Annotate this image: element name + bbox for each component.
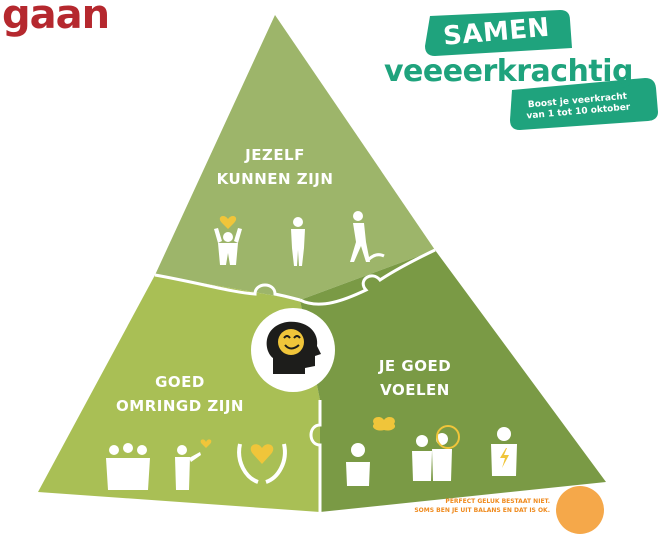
divider-right [299, 248, 436, 306]
brand-word: gaan [2, 0, 110, 38]
section-top [155, 15, 435, 300]
label-top-line1: JEZELF [245, 146, 305, 164]
label-left-line2: OMRINGD ZIJN [116, 397, 244, 415]
footnote: PERFECT GELUK BESTAAT NIET. SOMS BEN JE … [370, 497, 550, 515]
label-right-line2: VOELEN [380, 381, 450, 399]
person-walking-icon [350, 211, 385, 262]
section-right [300, 250, 606, 512]
divider-bottom [309, 400, 322, 512]
label-right-line1: JE GOED [378, 357, 452, 375]
hands-holding-heart-icon [237, 443, 287, 484]
campaign-word: veeeerkrachtig [384, 54, 633, 89]
orange-dot [556, 486, 604, 534]
footnote-line2: SOMS BEN JE UIT BALANS EN DAT IS OK. [414, 507, 550, 514]
campaign-logo: SAMEN veeeerkrachtig Boost je veerkracht… [380, 8, 665, 130]
head-with-heart-icon [266, 321, 321, 374]
couple-icon [412, 425, 460, 481]
label-right: JE GOED VOELEN [360, 354, 470, 402]
person-standing-icon [291, 217, 305, 266]
label-left-line1: GOED [155, 373, 205, 391]
person-thinking-icon [346, 417, 396, 486]
person-energy-icon [491, 427, 517, 476]
divider-left [154, 273, 301, 302]
label-left: GOED OMRINGD ZIJN [105, 370, 255, 418]
person-giving-heart-icon [175, 439, 212, 490]
group-hug-icon [106, 443, 150, 490]
person-cheering-heart-icon [214, 216, 242, 265]
campaign-badge-shape [425, 10, 658, 130]
label-top: JEZELF KUNNEN ZIJN [200, 143, 350, 191]
section-left [38, 275, 320, 512]
footnote-line1: PERFECT GELUK BESTAAT NIET. [445, 498, 550, 505]
label-top-line2: KUNNEN ZIJN [216, 170, 334, 188]
